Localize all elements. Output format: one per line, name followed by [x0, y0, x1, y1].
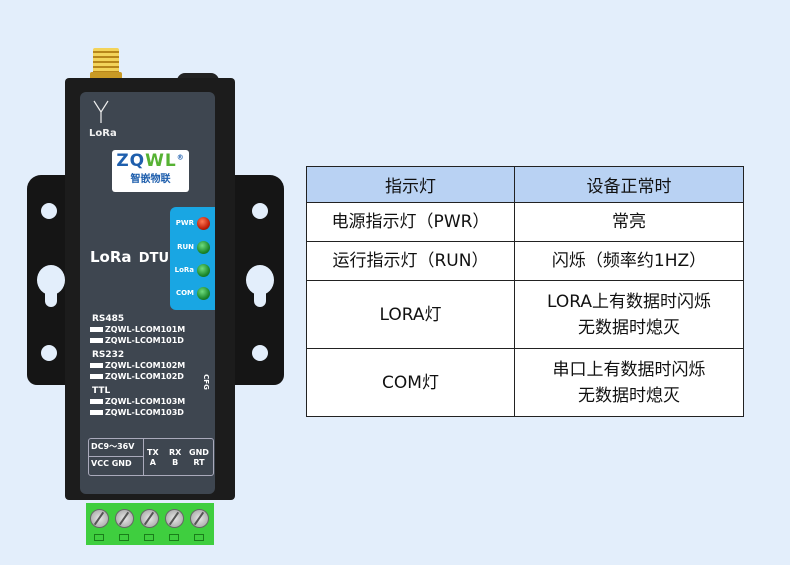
state-line: LORA上有数据时闪烁	[547, 291, 711, 312]
led-label: COM	[175, 289, 194, 297]
product-lora: LoRa	[90, 248, 132, 266]
checkbox-icon	[90, 363, 103, 368]
led-row-run: RUN	[172, 240, 210, 254]
table-row: 电源指示灯（PWR） 常亮	[306, 202, 744, 242]
mount-hole-icon	[252, 203, 268, 219]
normal-state-cell: 闪烁（频率约1HZ）	[514, 241, 744, 281]
led-label: RUN	[177, 243, 194, 251]
top-button	[177, 73, 219, 81]
power-range: DC9～36V	[91, 442, 135, 451]
checkbox-icon	[90, 410, 103, 415]
led-row-com: COM	[172, 286, 210, 300]
indicator-cell: 电源指示灯（PWR）	[306, 202, 515, 242]
table-row: LORA灯 LORA上有数据时闪烁 无数据时熄灭	[306, 280, 744, 349]
state-line: 串口上有数据时闪烁	[552, 359, 706, 380]
table-header-row: 指示灯 设备正常时	[306, 166, 744, 203]
logo-subtitle: 智嵌物联	[130, 174, 171, 185]
indicator-cell: 运行指示灯（RUN）	[306, 241, 515, 281]
antenna-label: LoRa	[89, 128, 117, 139]
cfg-button-label: CFG	[201, 374, 210, 390]
antenna-icon	[93, 100, 109, 123]
keyhole-icon	[246, 265, 274, 307]
model-item: ZQWL-LCOM103D	[90, 407, 185, 418]
led-pwr-icon	[197, 216, 210, 230]
model-item: ZQWL-LCOM102D	[90, 371, 185, 382]
mount-hole-icon	[252, 345, 268, 361]
model-item: ZQWL-LCOM103M	[90, 396, 185, 407]
led-label: PWR	[175, 219, 194, 227]
logo-brand-green: WL	[145, 151, 177, 171]
led-lora-icon	[197, 263, 210, 277]
mount-hole-icon	[41, 345, 57, 361]
model-item: ZQWL-LCOM102M	[90, 360, 185, 371]
antenna-base	[90, 72, 122, 80]
led-status-table: 指示灯 设备正常时 电源指示灯（PWR） 常亮 运行指示灯（RUN） 闪烁（频率…	[306, 166, 744, 417]
model-name: ZQWL-LCOM103D	[105, 408, 184, 417]
model-name: ZQWL-LCOM102M	[105, 361, 186, 370]
led-com-icon	[197, 286, 210, 300]
checkbox-icon	[90, 338, 103, 343]
model-item: ZQWL-LCOM101D	[90, 335, 185, 346]
led-row-lora: LoRa	[172, 263, 210, 277]
normal-state-cell: 常亮	[514, 202, 744, 242]
table-row: COM灯 串口上有数据时闪烁 无数据时熄灭	[306, 348, 744, 417]
led-row-pwr: PWR	[172, 216, 210, 230]
mount-hole-icon	[41, 203, 57, 219]
indicator-cell: LORA灯	[306, 280, 515, 349]
screw-icon	[90, 509, 109, 528]
model-name: ZQWL-LCOM101M	[105, 325, 186, 334]
led-label: LoRa	[174, 266, 194, 274]
model-list: RS485 ZQWL-LCOM101M ZQWL-LCOM101D RS232 …	[90, 312, 185, 418]
model-group-title: RS232	[92, 350, 125, 360]
logo-brand-blue: ZQ	[116, 151, 146, 171]
checkbox-icon	[90, 374, 103, 379]
state-line: 无数据时熄灭	[578, 317, 680, 338]
header-normal-state: 设备正常时	[514, 166, 744, 203]
state-line: 无数据时熄灭	[578, 385, 680, 406]
led-indicator-panel: PWR RUN LoRa COM	[170, 207, 215, 310]
zqwl-logo: ZQWL® 智嵌物联	[112, 150, 189, 192]
led-run-icon	[197, 240, 210, 254]
screw-icon	[140, 509, 159, 528]
keyhole-icon	[37, 265, 65, 307]
table-row: 运行指示灯（RUN） 闪烁（频率约1HZ）	[306, 241, 744, 281]
screw-icon	[190, 509, 209, 528]
normal-state-cell: LORA上有数据时闪烁 无数据时熄灭	[514, 280, 744, 349]
screw-icon	[115, 509, 134, 528]
terminal-block	[86, 503, 214, 545]
model-name: ZQWL-LCOM102D	[105, 372, 184, 381]
registered-mark: ®	[176, 153, 185, 162]
model-group-title: TTL	[92, 386, 111, 396]
model-name: ZQWL-LCOM101D	[105, 336, 184, 345]
model-item: ZQWL-LCOM101M	[90, 324, 185, 335]
screw-icon	[165, 509, 184, 528]
indicator-cell: COM灯	[306, 348, 515, 417]
power-pins: VCC GND	[91, 459, 132, 468]
checkbox-icon	[90, 327, 103, 332]
model-group-title: RS485	[92, 314, 125, 324]
normal-state-cell: 串口上有数据时闪烁 无数据时熄灭	[514, 348, 744, 417]
checkbox-icon	[90, 399, 103, 404]
header-indicator: 指示灯	[306, 166, 515, 203]
model-name: ZQWL-LCOM103M	[105, 397, 186, 406]
product-name: LoRa DTU	[90, 248, 169, 266]
product-dtu: DTU	[138, 251, 169, 266]
power-terminal-label: DC9～36V VCC GND	[89, 439, 144, 475]
